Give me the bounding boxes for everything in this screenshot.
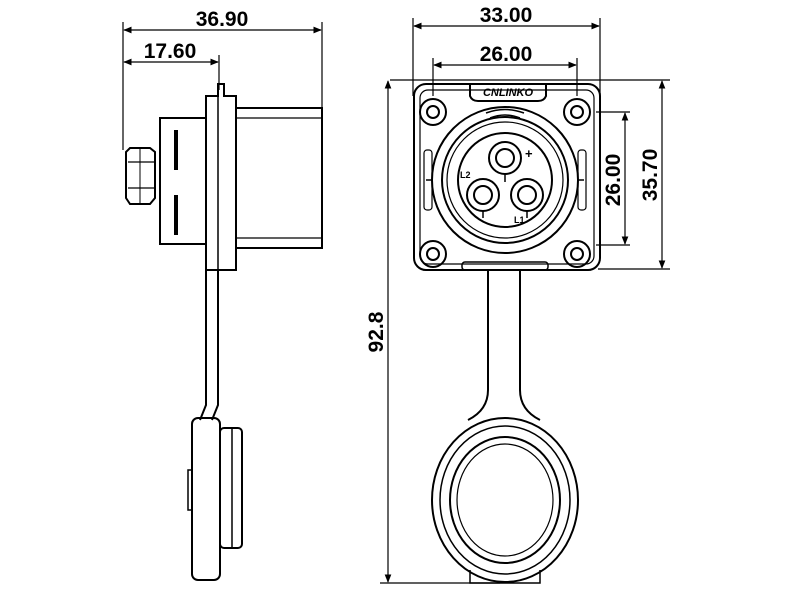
dim-front-flange-width: 33.00 — [480, 4, 533, 27]
dim-front-flange-height: 35.70 — [639, 149, 662, 202]
dim-front-hole-spacing-v: 26.00 — [602, 154, 625, 207]
dim-overall-length: 92.8 — [365, 311, 388, 352]
mounting-holes — [419, 98, 591, 268]
contact-pins — [466, 141, 544, 218]
front-view — [380, 18, 670, 584]
side-dimensions — [123, 26, 322, 66]
pin-label-plus: + — [525, 146, 533, 161]
front-dimensions — [384, 22, 666, 583]
pin-label-l1: L1 — [514, 215, 525, 225]
dim-front-hole-spacing-h: 26.00 — [480, 43, 533, 66]
dim-side-flange-depth: 17.60 — [144, 40, 197, 63]
pin-label-l2: L2 — [460, 170, 471, 180]
dim-side-overall-width: 36.90 — [196, 8, 249, 31]
side-view — [122, 22, 323, 581]
brand-logo: CNLINKO — [483, 87, 534, 99]
